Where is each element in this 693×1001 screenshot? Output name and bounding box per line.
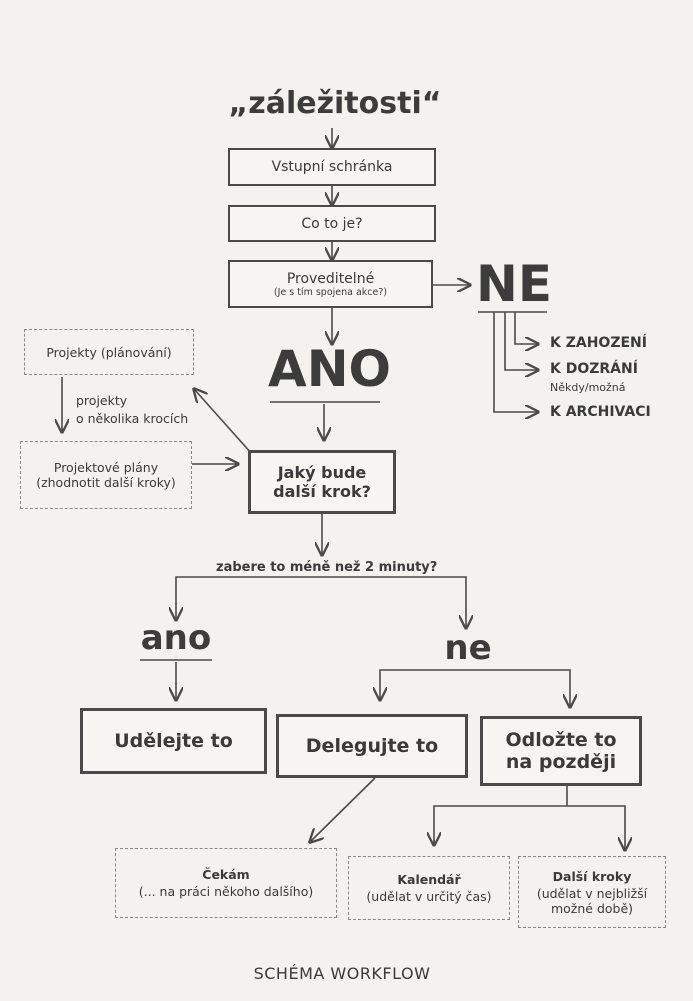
- next-actions-sub2: možné době): [550, 900, 634, 916]
- discard-label: K ZAHOZENÍ: [550, 335, 647, 351]
- two-minutes-question: zabere to méně než 2 minuty?: [216, 560, 438, 575]
- no-label: NE: [476, 255, 553, 313]
- yes-label: ANO: [268, 340, 392, 398]
- calendar-box: Kalendář (udělat v určitý čas): [348, 856, 510, 920]
- actionable-box: Proveditelné (Je s tím spojena akce?): [228, 260, 433, 308]
- actionable-sub: (Je s tím spojena akce?): [273, 286, 388, 298]
- figure-caption: SCHÉMA WORKFLOW: [253, 964, 431, 983]
- calendar-title: Kalendář: [397, 872, 461, 887]
- next-action-line2: další krok?: [273, 482, 371, 501]
- next-actions-sub1: (udělat v nejbližší: [536, 885, 648, 901]
- archive-label: K ARCHIVACI: [550, 404, 651, 420]
- multi-step-projects-label: projekty o několika krocích: [76, 392, 188, 428]
- defer-line2: na později: [505, 751, 617, 773]
- multi-step-line2: o několika krocích: [76, 411, 189, 426]
- defer-box: Odložte to na později: [480, 716, 642, 786]
- delegate-box: Delegujte to: [276, 714, 468, 778]
- actionable-label: Proveditelné: [286, 270, 375, 287]
- waiting-sub: (... na práci někoho dalšího): [138, 884, 314, 899]
- calendar-sub: (udělat v určitý čas): [366, 889, 492, 904]
- projects-planning-box: Projekty (plánování): [24, 329, 194, 375]
- next-action-box: Jaký bude další krok?: [248, 450, 396, 514]
- waiting-box: Čekám (... na práci někoho dalšího): [115, 848, 337, 918]
- do-it-label: Udělejte to: [114, 730, 233, 752]
- next-action-line1: Jaký bude: [277, 463, 367, 482]
- next-actions-box: Další kroky (udělat v nejbližší možné do…: [518, 856, 666, 928]
- inbox-box: Vstupní schránka: [228, 148, 436, 186]
- project-plans-line1: Projektové plány: [53, 460, 159, 475]
- waiting-title: Čekám: [202, 867, 250, 882]
- diagram-title: „záležitosti“: [228, 86, 442, 121]
- small-no-label: ne: [444, 628, 492, 668]
- next-actions-title: Další kroky: [552, 868, 632, 884]
- projects-planning-label: Projekty (plánování): [46, 344, 172, 360]
- maturing-sub: Někdy/možná: [550, 381, 626, 394]
- delegate-label: Delegujte to: [305, 735, 439, 757]
- inbox-label: Vstupní schránka: [271, 159, 393, 175]
- project-plans-box: Projektové plány (zhodnotit další kroky): [20, 441, 192, 509]
- what-is-it-box: Co to je?: [228, 205, 436, 242]
- do-it-box: Udělejte to: [80, 708, 267, 774]
- small-yes-label: ano: [140, 618, 212, 658]
- project-plans-line2: (zhodnotit další kroky): [36, 475, 176, 490]
- multi-step-line1: projekty: [76, 393, 128, 408]
- what-is-it-label: Co to je?: [301, 215, 363, 232]
- defer-line1: Odložte to: [505, 729, 617, 751]
- maturing-label: K DOZRÁNÍ: [550, 361, 638, 377]
